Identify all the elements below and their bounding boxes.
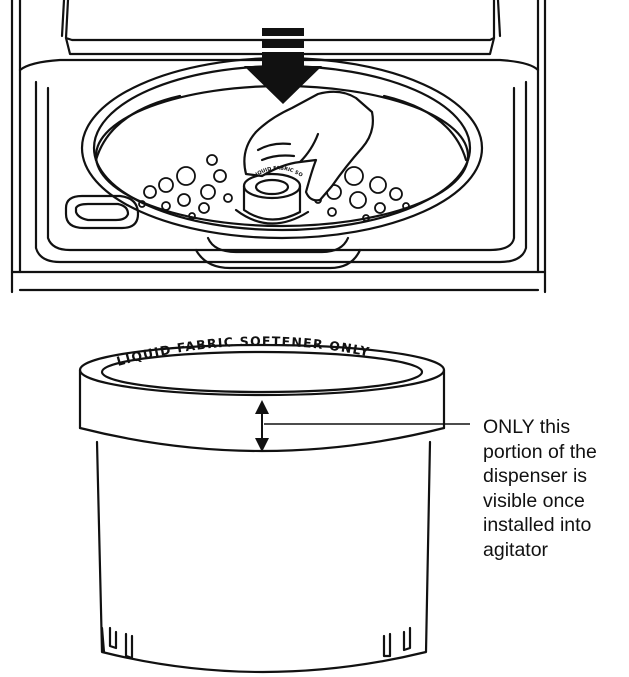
callout-line: visible once (483, 489, 585, 512)
callout-line: portion of the (483, 440, 597, 463)
washer-illustration (10, 0, 547, 294)
dispenser-body (95, 440, 432, 674)
callout-line: installed into (483, 514, 592, 536)
agitator (234, 172, 310, 225)
hand-illustration (243, 90, 374, 202)
dispenser-illustration (78, 343, 446, 674)
washer-tub (80, 56, 484, 240)
callout-line: ONLY this (483, 416, 571, 438)
callout-line: dispenser is (483, 465, 588, 487)
dispenser-rim (78, 343, 446, 453)
bleach-dispenser (64, 194, 140, 230)
double-arrow-icon (255, 400, 269, 452)
callout-line: agitator (483, 538, 549, 561)
callout-text: ONLY this portion of the dispenser is vi… (483, 415, 629, 562)
washer-cabinet (10, 0, 547, 294)
down-arrow-icon (244, 28, 322, 104)
